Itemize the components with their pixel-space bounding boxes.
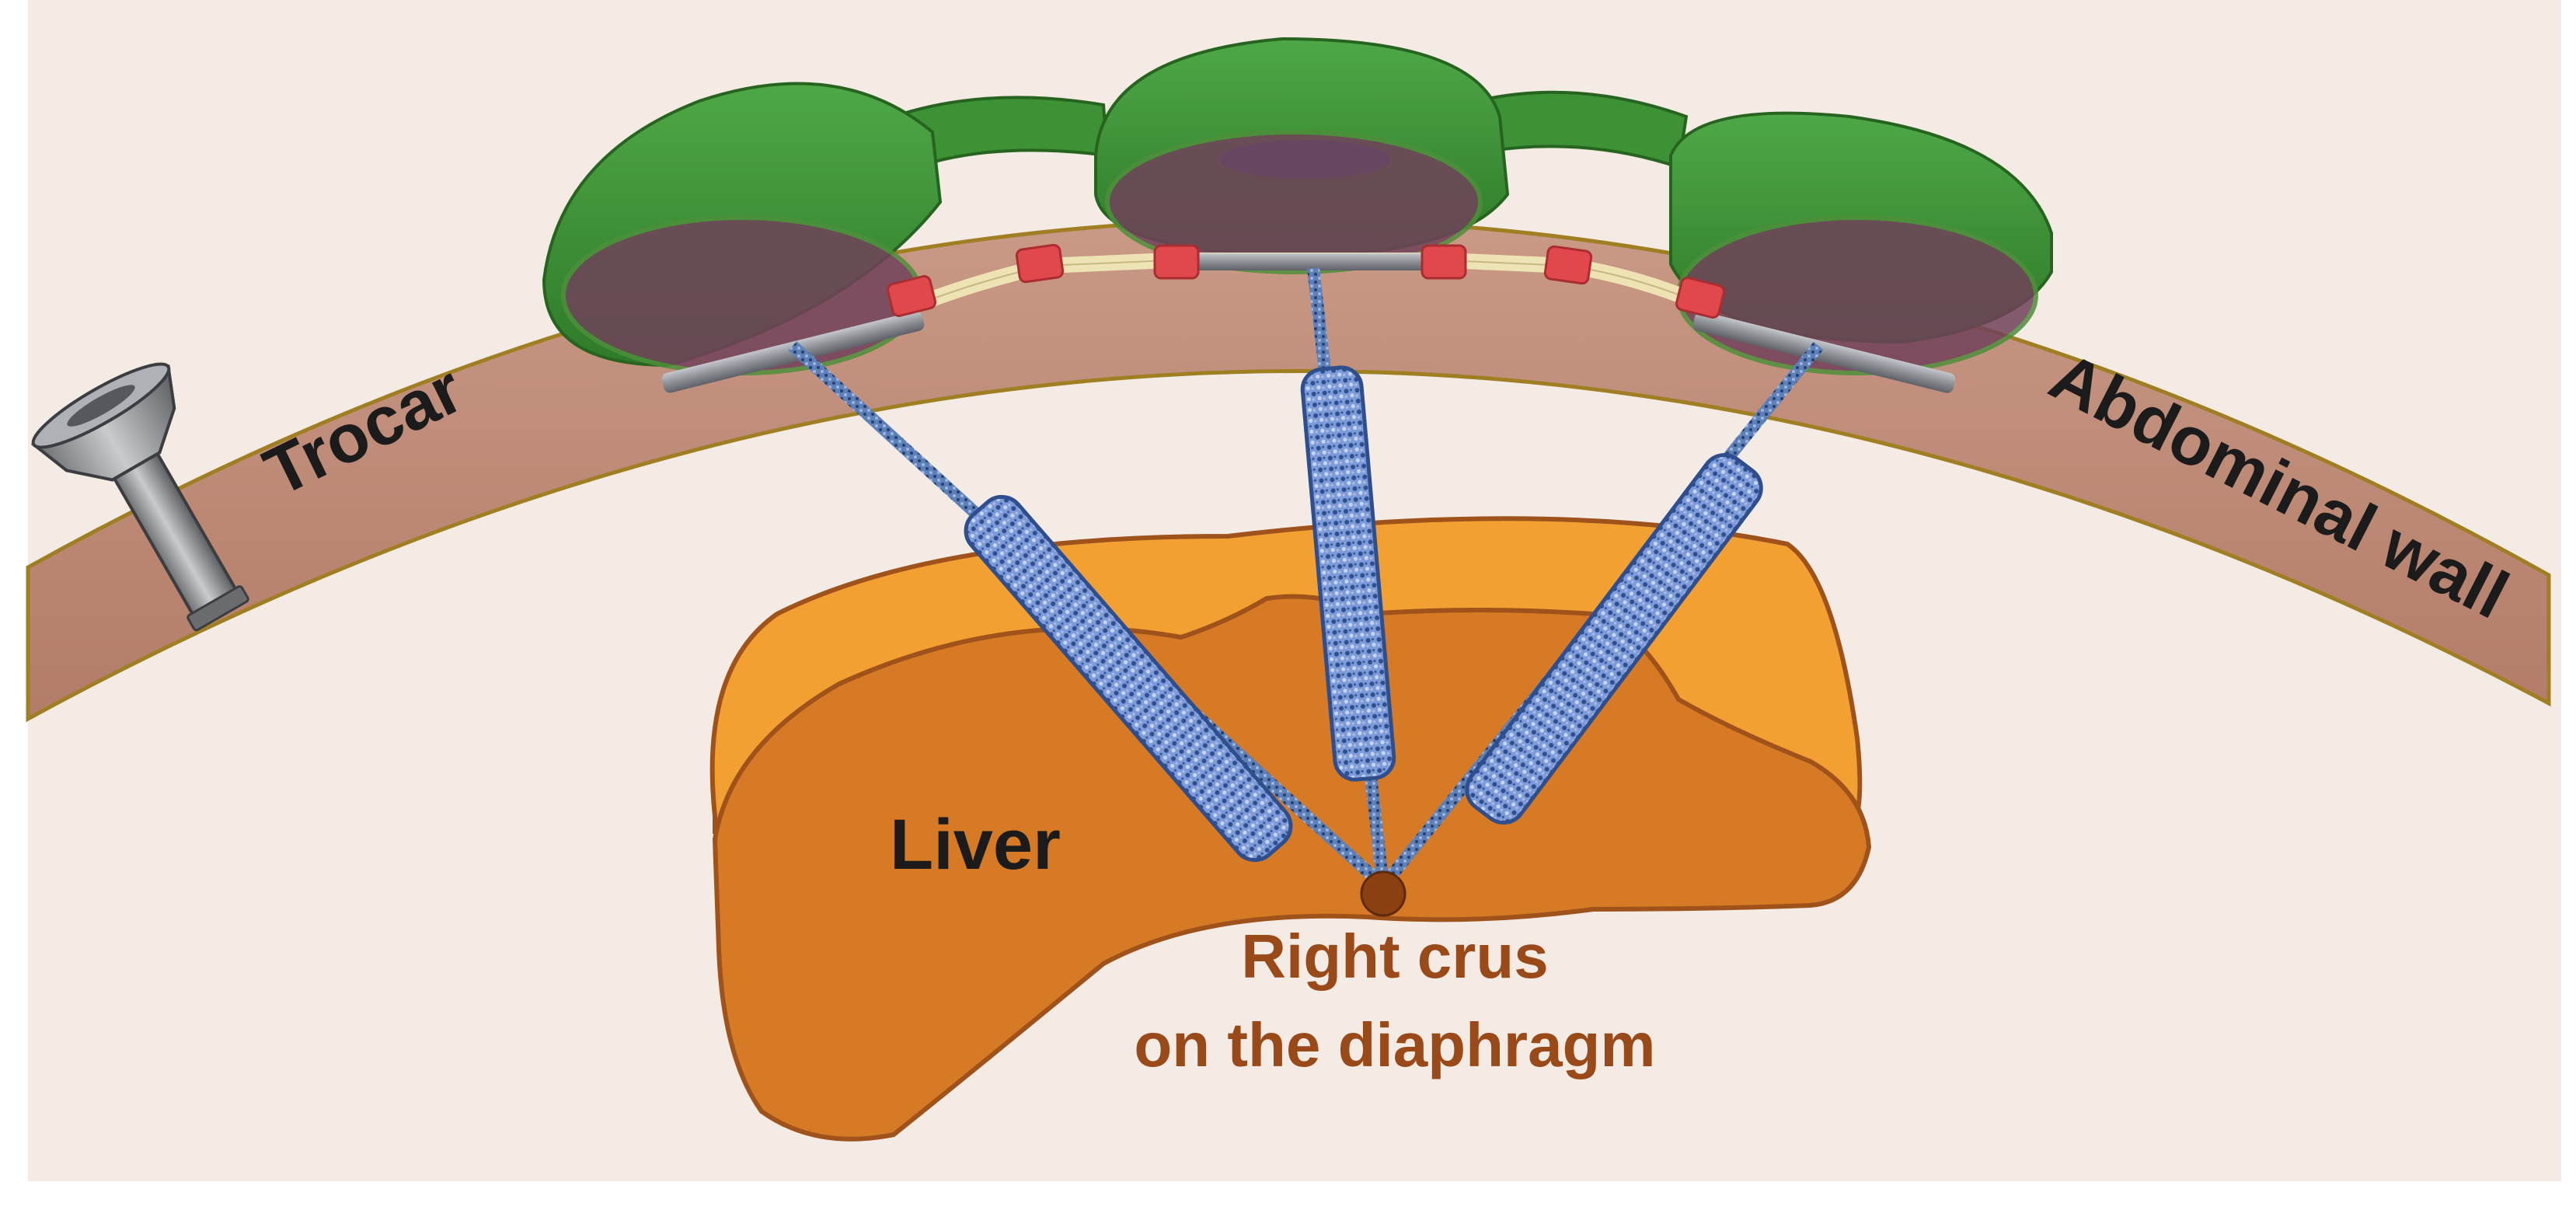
mesh-implant-right <box>1465 453 1763 825</box>
left-pad-well <box>561 215 923 375</box>
right-pad-well <box>1676 215 2038 375</box>
right-crus-label-line2: on the diaphragm <box>1134 1010 1655 1079</box>
rod-chain <box>661 243 1956 393</box>
center-pad-well <box>1105 130 1483 274</box>
trocar-icon <box>30 362 249 632</box>
right-crus-label-line1: Right crus <box>1241 922 1549 991</box>
mesh-implant-left <box>964 494 1293 863</box>
mesh-implants <box>964 365 1763 863</box>
right-crus-point <box>1360 870 1407 917</box>
liver-label: Liver <box>890 805 1061 884</box>
mesh-implant-center <box>1300 365 1396 782</box>
